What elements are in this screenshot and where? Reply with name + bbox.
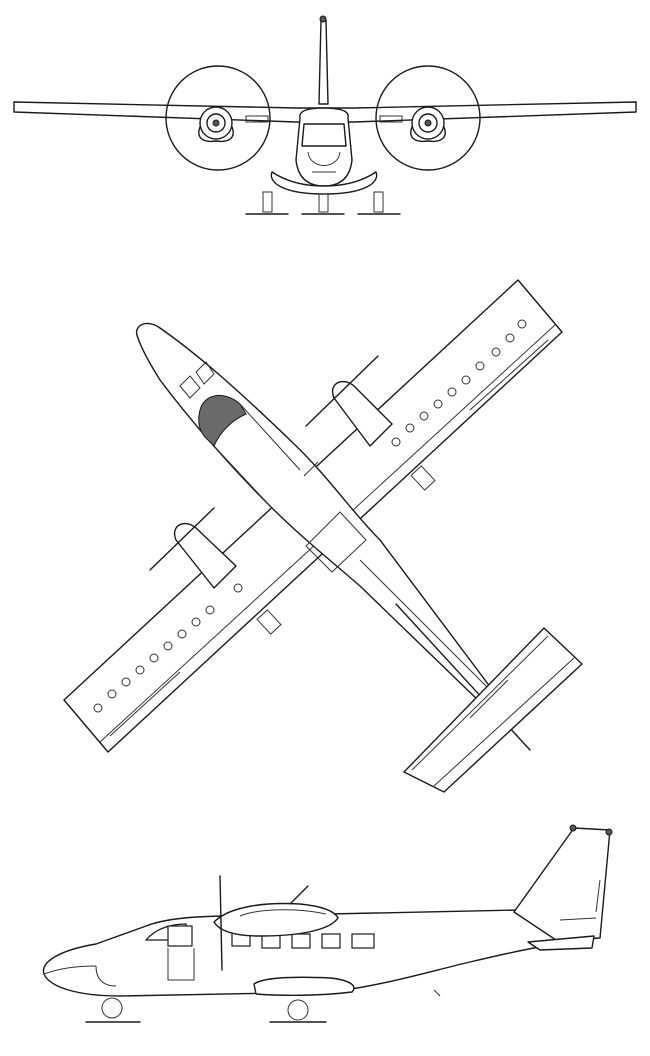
side-propeller xyxy=(219,875,223,971)
right-propeller-disc xyxy=(375,65,481,171)
front-view xyxy=(13,15,637,215)
side-nacelle xyxy=(213,902,339,937)
side-landing-gear xyxy=(85,989,441,1023)
front-tail-fin xyxy=(318,19,329,105)
side-tailplane xyxy=(527,935,595,951)
top-horizontal-tail xyxy=(403,627,583,793)
side-view xyxy=(42,824,613,1023)
top-left-nacelle xyxy=(149,507,237,589)
side-vertical-tail xyxy=(513,827,611,941)
top-right-nacelle xyxy=(305,355,393,447)
left-nacelle xyxy=(198,106,234,143)
front-landing-gear xyxy=(245,191,401,215)
top-cockpit xyxy=(198,395,247,447)
side-sponson xyxy=(253,976,355,997)
front-sponson xyxy=(270,171,378,195)
top-wing-ports xyxy=(93,319,527,713)
front-fin-tip xyxy=(319,15,327,23)
left-propeller-disc xyxy=(165,65,271,171)
right-nacelle xyxy=(410,106,446,143)
top-view xyxy=(63,279,583,793)
front-fuselage xyxy=(295,107,353,187)
